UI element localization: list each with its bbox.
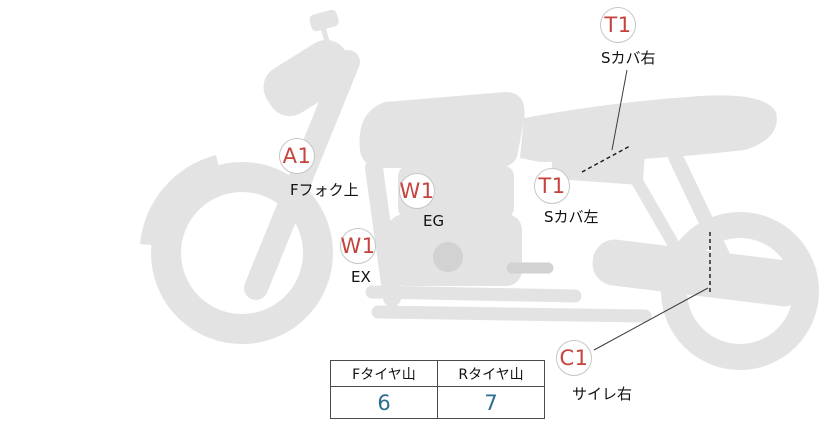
marker-label-c1-muffler: サイレ右 — [572, 385, 633, 403]
marker-code: C1 — [559, 346, 589, 370]
engine-cover-circle — [433, 242, 463, 272]
front-wheel — [151, 162, 333, 344]
front-fender — [140, 155, 221, 246]
marker-label-t1-left: Sカバ左 — [544, 208, 599, 226]
muffler — [592, 239, 807, 307]
front-tire-value: 6 — [330, 386, 438, 419]
subframe-strut — [620, 156, 684, 258]
leader-line-scover-right — [611, 69, 628, 151]
marker-badge-w1-exhaust: W1 — [340, 228, 376, 264]
handlebar — [263, 39, 353, 117]
exhaust-pipe-upper — [365, 285, 582, 303]
marker-badge-t1-left: T1 — [534, 168, 570, 204]
marker-label-w1-exhaust: EX — [351, 268, 371, 286]
rear-tire-header: Rタイヤ山 — [437, 360, 545, 387]
marker-badge-t1-right: T1 — [600, 7, 636, 43]
marker-badge-c1-muffler: C1 — [556, 340, 592, 376]
marker-code: T1 — [604, 13, 632, 37]
tire-table-value-row: 6 7 — [330, 386, 545, 419]
marker-badge-w1-engine: W1 — [399, 173, 435, 209]
marker-code: W1 — [340, 234, 376, 258]
tire-tread-table: Fタイヤ山 Rタイヤ山 6 7 — [330, 360, 545, 419]
fuel-tank — [359, 92, 525, 168]
marker-label-w1-engine: EG — [423, 212, 445, 230]
rear-tire-value: 7 — [437, 386, 545, 419]
marker-code: A1 — [282, 144, 312, 168]
frame-downtube — [365, 159, 401, 307]
seat — [520, 95, 777, 162]
side-cover — [551, 145, 645, 185]
marker-badge-a1-fork: A1 — [279, 138, 315, 174]
mirror — [309, 9, 339, 32]
front-fork — [244, 50, 360, 300]
marker-label-a1-fork: Fフォク上 — [290, 181, 359, 199]
front-tire-header: Fタイヤ山 — [330, 360, 438, 387]
marker-code: W1 — [399, 179, 435, 203]
tire-table-header-row: Fタイヤ山 Rタイヤ山 — [330, 360, 545, 387]
marker-code: T1 — [538, 174, 566, 198]
leader-line-muffler-right — [593, 287, 709, 351]
marker-label-t1-right: Sカバ右 — [601, 49, 656, 67]
exhaust-pipe-lower — [371, 305, 652, 323]
leader-dash-scover-right — [581, 145, 631, 173]
